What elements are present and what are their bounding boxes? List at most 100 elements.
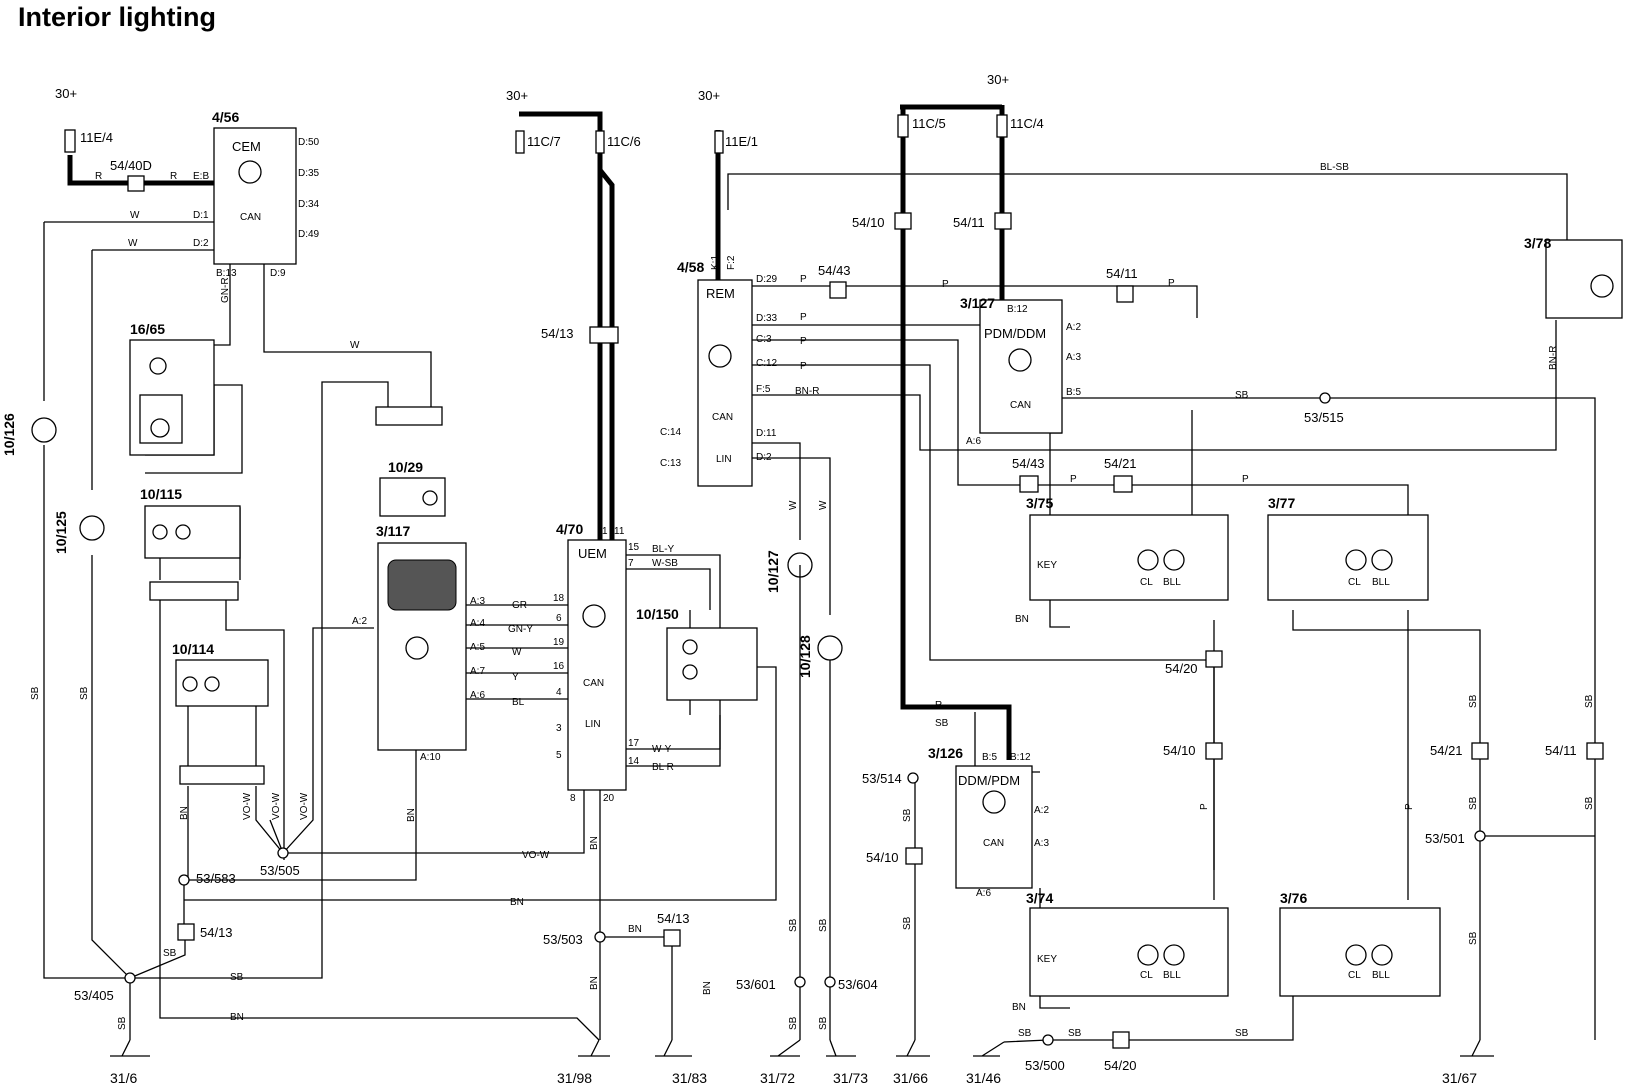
svg-text:GN-R: GN-R xyxy=(220,277,231,303)
svg-text:A:3: A:3 xyxy=(470,596,485,607)
svg-text:P: P xyxy=(1404,803,1415,810)
svg-text:W: W xyxy=(818,500,829,510)
svg-text:D:1: D:1 xyxy=(193,210,209,221)
svg-text:BN: BN xyxy=(702,981,713,995)
svg-text:BN: BN xyxy=(510,897,524,908)
svg-text:31/67: 31/67 xyxy=(1442,1070,1477,1086)
svg-text:B:12: B:12 xyxy=(1010,752,1031,763)
svg-text:BL: BL xyxy=(512,697,525,708)
svg-text:BL-Y: BL-Y xyxy=(652,544,675,555)
svg-text:A:2: A:2 xyxy=(1034,805,1049,816)
svg-text:R: R xyxy=(95,171,102,182)
svg-text:3/77: 3/77 xyxy=(1268,495,1295,511)
svg-text:BN-R: BN-R xyxy=(1548,346,1559,370)
svg-text:54/11: 54/11 xyxy=(953,215,985,230)
svg-text:8: 8 xyxy=(570,793,576,804)
svg-text:SB: SB xyxy=(788,1016,799,1030)
svg-text:31/72: 31/72 xyxy=(760,1070,795,1086)
svg-text:P: P xyxy=(800,361,807,372)
fuse-labels: 11E/4 11C/7 11C/6 11E/1 11C/5 11C/4 xyxy=(80,116,1044,149)
svg-text:A:6: A:6 xyxy=(966,436,981,447)
svg-text:BLL: BLL xyxy=(1372,577,1390,588)
svg-text:54/13: 54/13 xyxy=(541,326,574,341)
svg-text:SB: SB xyxy=(1468,796,1479,810)
svg-text:20: 20 xyxy=(603,793,615,804)
svg-text:54/20: 54/20 xyxy=(1104,1058,1137,1073)
svg-text:53/515: 53/515 xyxy=(1304,410,1344,425)
svg-text:BL-SB: BL-SB xyxy=(1320,162,1349,173)
svg-text:16/65: 16/65 xyxy=(130,321,165,337)
svg-text:W: W xyxy=(128,238,138,249)
svg-text:A:5: A:5 xyxy=(470,642,485,653)
svg-text:BN: BN xyxy=(406,808,417,822)
svg-text:C:14: C:14 xyxy=(660,427,682,438)
pdm-ddm-module: PDM/DDM 3/127 CAN B:12 A:2 A:3 B:5 A:6 xyxy=(960,295,1081,447)
svg-text:SB: SB xyxy=(30,686,41,700)
svg-text:53/405: 53/405 xyxy=(74,988,114,1003)
svg-text:CAN: CAN xyxy=(983,838,1004,849)
other-components: 16/65 10/115 10/114 10/29 10/150 3/78 10… xyxy=(1,235,1623,785)
svg-text:KEY: KEY xyxy=(1037,954,1057,965)
svg-text:53/500: 53/500 xyxy=(1025,1058,1065,1073)
svg-text:Y: Y xyxy=(512,672,519,683)
svg-text:C:13: C:13 xyxy=(660,458,682,469)
svg-text:54/21: 54/21 xyxy=(1430,743,1463,758)
svg-text:D:2: D:2 xyxy=(756,452,772,463)
svg-text:15: 15 xyxy=(628,542,640,553)
svg-text:R: R xyxy=(170,171,177,182)
svg-text:D:11: D:11 xyxy=(756,428,777,439)
cem-can: CAN xyxy=(240,212,261,223)
svg-text:54/13: 54/13 xyxy=(657,911,690,926)
svg-text:3/74: 3/74 xyxy=(1026,890,1053,906)
svg-text:16: 16 xyxy=(553,661,565,672)
svg-text:F:5: F:5 xyxy=(756,384,771,395)
svg-text:54/11: 54/11 xyxy=(1545,743,1577,758)
svg-text:P: P xyxy=(800,336,807,347)
svg-text:11: 11 xyxy=(614,526,625,537)
svg-text:54/13: 54/13 xyxy=(200,925,233,940)
svg-text:P: P xyxy=(1070,474,1077,485)
svg-text:SB: SB xyxy=(1468,694,1479,708)
svg-text:SB: SB xyxy=(79,686,90,700)
svg-text:BN: BN xyxy=(589,976,600,990)
svg-text:C:12: C:12 xyxy=(756,358,778,369)
svg-text:W-Y: W-Y xyxy=(652,744,672,755)
svg-text:B:13: B:13 xyxy=(216,268,237,279)
svg-text:A:6: A:6 xyxy=(976,888,991,899)
svg-text:31/66: 31/66 xyxy=(893,1070,928,1086)
splices xyxy=(124,392,1486,1046)
svg-text:P: P xyxy=(800,274,807,285)
svg-text:10/127: 10/127 xyxy=(765,550,781,593)
svg-text:B:5: B:5 xyxy=(1066,387,1081,398)
svg-text:10/126: 10/126 xyxy=(1,413,17,456)
svg-text:54/11: 54/11 xyxy=(1106,266,1138,281)
svg-text:D:34: D:34 xyxy=(298,199,320,210)
svg-text:CL: CL xyxy=(1348,970,1361,981)
svg-text:30+: 30+ xyxy=(506,88,528,103)
svg-text:SB: SB xyxy=(1018,1028,1032,1039)
svg-text:D:35: D:35 xyxy=(298,168,320,179)
svg-text:R: R xyxy=(935,700,942,711)
svg-text:BN: BN xyxy=(230,1012,244,1023)
svg-text:W: W xyxy=(788,500,799,510)
svg-text:SB: SB xyxy=(788,918,799,932)
supply-labels: 30+ 30+ 30+ 30+ xyxy=(55,72,1009,103)
thick-wires xyxy=(67,104,1012,760)
svg-text:19: 19 xyxy=(553,637,565,648)
svg-text:BLL: BLL xyxy=(1372,970,1390,981)
uem-module: UEM 4/70 CAN LIN 18 6 19 16 4 3 5 11 1 1… xyxy=(553,521,640,804)
svg-text:B:12: B:12 xyxy=(1007,304,1028,315)
svg-text:53/601: 53/601 xyxy=(736,977,776,992)
pdm-id: 3/127 xyxy=(960,295,995,311)
svg-text:W: W xyxy=(350,340,360,351)
svg-text:53/604: 53/604 xyxy=(838,977,878,992)
svg-text:SB: SB xyxy=(1468,931,1479,945)
svg-text:A:2: A:2 xyxy=(352,616,367,627)
svg-text:VO-W: VO-W xyxy=(522,850,550,861)
cem-module: CEM 4/56 CAN D:50 D:35 D:34 D:49 E:B D:1… xyxy=(193,109,320,279)
svg-text:CL: CL xyxy=(1140,970,1153,981)
svg-text:31/98: 31/98 xyxy=(557,1070,592,1086)
svg-text:W-SB: W-SB xyxy=(652,558,678,569)
svg-text:E:B: E:B xyxy=(193,171,209,182)
